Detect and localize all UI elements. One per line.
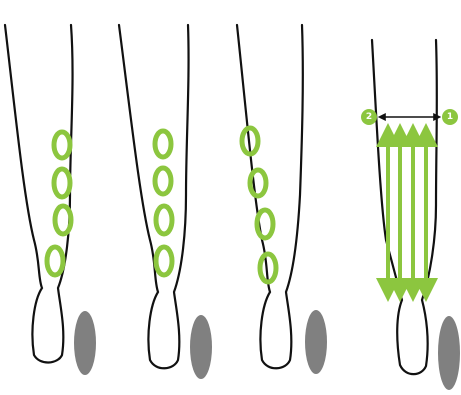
step-2-label: 2 [366, 112, 372, 122]
leg-outline [237, 25, 303, 368]
step-1-label: 1 [447, 112, 453, 122]
circular-stroke-icon [156, 247, 172, 275]
circular-stroke-icon [250, 170, 266, 196]
leg-outline [119, 25, 189, 368]
circular-stroke-icon [55, 206, 71, 234]
step-1-marker: 1 [442, 109, 458, 125]
circular-stroke-icon [156, 206, 172, 234]
figure-4: 2 1 [361, 40, 460, 390]
circular-stroke-icon [54, 169, 70, 197]
figure-2 [119, 25, 212, 379]
figure-1 [5, 25, 96, 375]
figure-3 [237, 25, 327, 374]
circular-strokes [155, 131, 172, 275]
leg-outline [5, 25, 73, 363]
shadow [74, 311, 96, 375]
circular-stroke-icon [155, 168, 171, 194]
circular-strokes [47, 132, 71, 275]
circular-stroke-icon [155, 131, 171, 157]
shadow [305, 310, 327, 374]
shadow [438, 316, 460, 390]
circular-stroke-icon [54, 132, 70, 158]
circular-stroke-icon [257, 210, 273, 238]
circular-strokes [242, 128, 276, 282]
circular-stroke-icon [47, 247, 63, 275]
shadow [190, 315, 212, 379]
step-2-marker: 2 [361, 109, 377, 125]
